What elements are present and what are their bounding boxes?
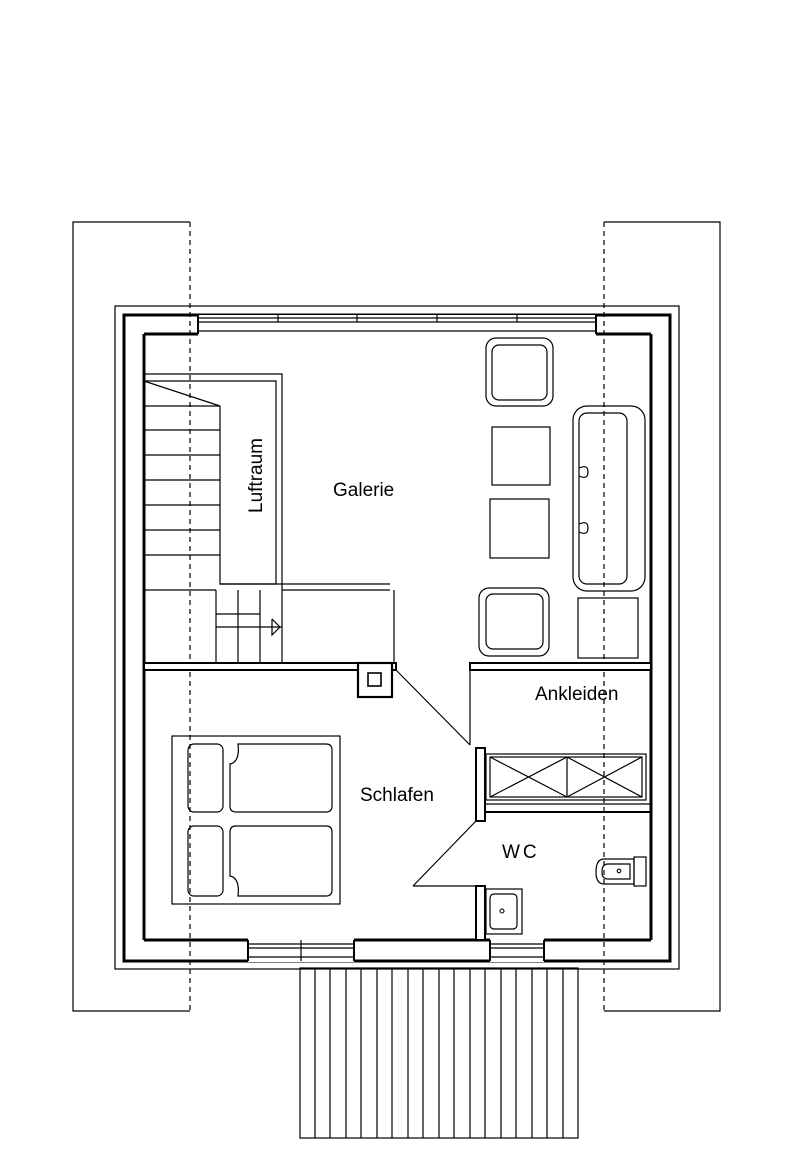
sofa: [572, 405, 646, 592]
exterior-wall: [122, 313, 672, 963]
outer-contour: [114, 305, 680, 970]
armchair: [478, 587, 550, 657]
bed: [171, 735, 341, 905]
side-table: [577, 597, 639, 659]
chimney: [356, 661, 394, 699]
armchair: [485, 337, 554, 407]
staircase: [143, 373, 395, 663]
knee-wall-lines: [189, 222, 605, 1011]
bedroom-door: [395, 669, 471, 746]
room-label-luftraum: Luftraum: [246, 438, 267, 513]
balcony: [299, 967, 579, 1139]
room-label-galerie: Galerie: [333, 480, 394, 501]
sink: [485, 888, 523, 935]
room-label-wc: WC: [502, 842, 540, 863]
roof-outline: [72, 221, 721, 1012]
room-label-ankleiden: Ankleiden: [535, 684, 618, 705]
toilet: [595, 856, 647, 887]
interior-wall-horizontal: [143, 662, 652, 671]
wc-door: [412, 820, 477, 887]
interior-wall-vertical: [475, 747, 651, 941]
wardrobe: [485, 753, 647, 801]
bottom-windows: [247, 940, 545, 962]
room-label-schlafen: Schlafen: [360, 785, 434, 806]
table: [489, 426, 551, 559]
top-window: [197, 315, 597, 334]
